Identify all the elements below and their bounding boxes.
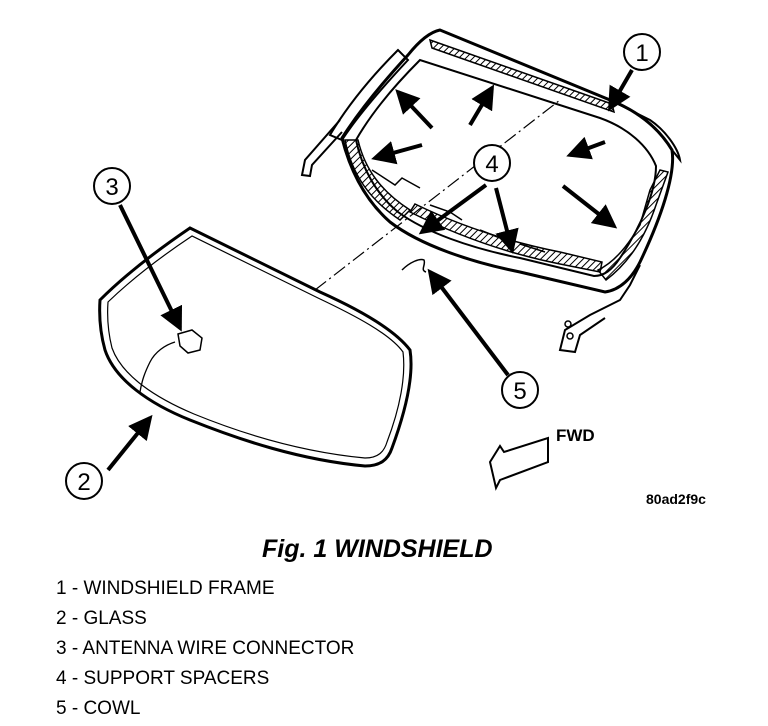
legend-item: 4 - SUPPORT SPACERS [56,668,270,689]
callout-3-label: 3 [105,174,118,201]
windshield-glass [98,226,413,468]
callout-leaders [106,68,634,472]
callout-2: 2 [65,462,103,500]
callout-3: 3 [93,167,131,205]
legend-item: 5 - COWL [56,698,141,719]
figure-caption: Fig. 1 WINDSHIELD [262,535,493,563]
fwd-indicator: FWD [488,426,595,491]
legend-item: 3 - ANTENNA WIRE CONNECTOR [56,638,355,659]
figure-code: 80ad2f9c [646,491,706,507]
spacer-arrows [371,84,618,229]
callout-4: 4 [473,144,511,182]
callout-2-label: 2 [77,469,90,496]
fwd-label: FWD [556,426,595,445]
legend-item: 2 - GLASS [56,608,147,629]
windshield-diagram: 1 2 3 4 5 FWD 80ad2f9c [65,28,706,507]
alignment-line [314,99,561,291]
callout-1: 1 [623,33,661,71]
callout-4-label: 4 [485,151,498,178]
legend-list: 1 - WINDSHIELD FRAME 2 - GLASS 3 - ANTEN… [56,574,354,724]
callout-5-label: 5 [513,378,526,405]
legend-item: 1 - WINDSHIELD FRAME [56,578,275,599]
fwd-arrow-icon [488,436,549,491]
callout-5: 5 [501,371,539,409]
callout-1-label: 1 [635,40,648,67]
cowl-mark [401,258,427,273]
antenna-connector-shape [177,329,203,354]
windshield-frame [300,28,682,354]
